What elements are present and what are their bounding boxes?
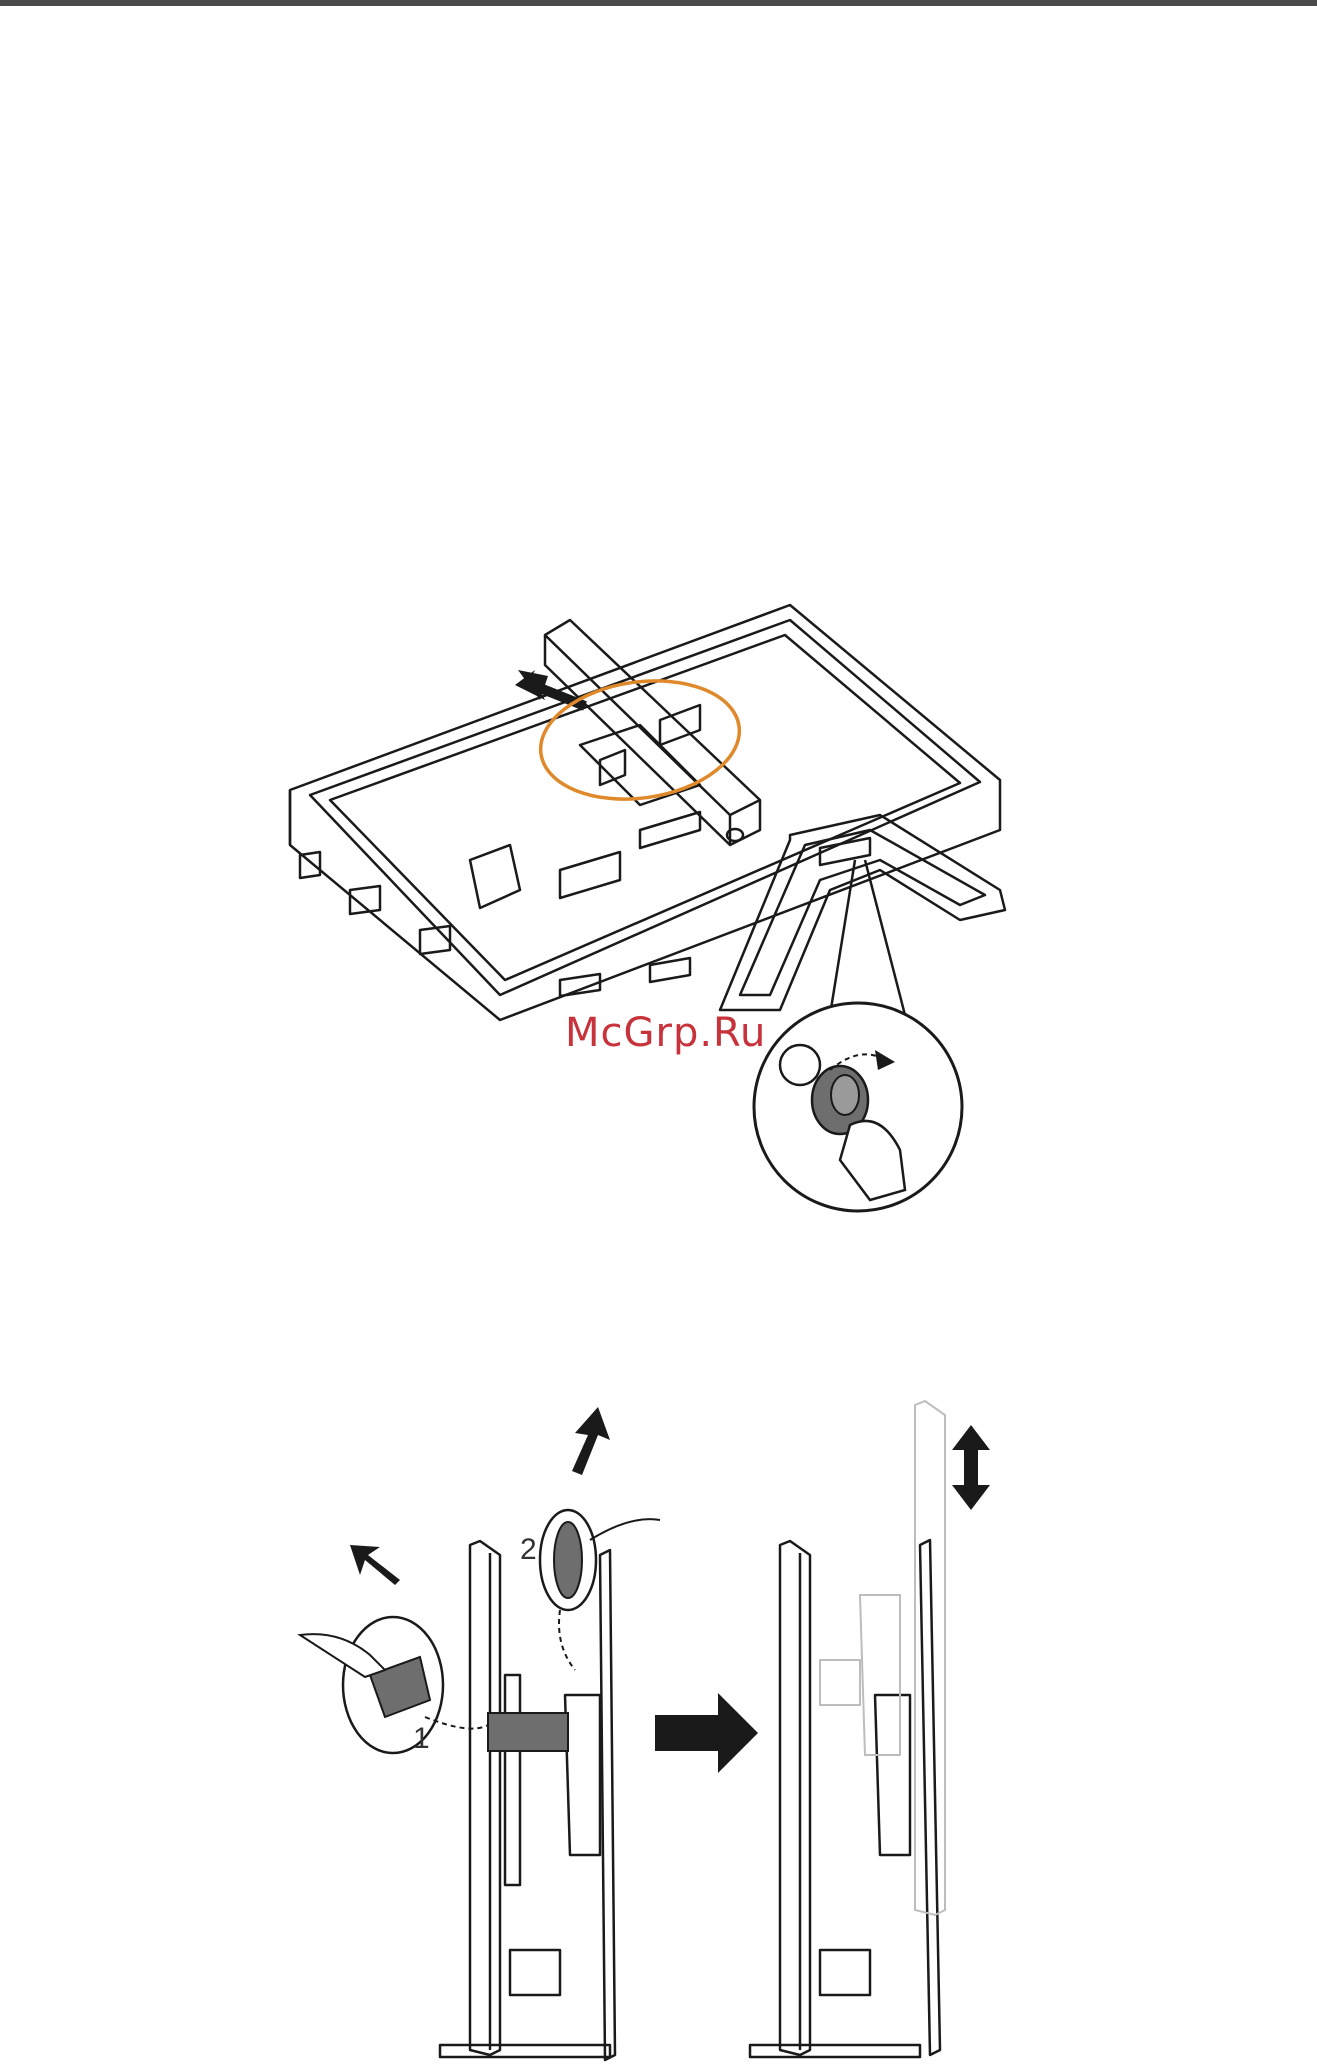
locking-pin-1 bbox=[488, 1713, 568, 1751]
height-adjust-illustration bbox=[0, 1395, 1317, 2068]
left-monitor-panel bbox=[470, 1541, 500, 2055]
next-step-arrow-icon bbox=[655, 1693, 758, 1773]
pull-arrow-1-icon bbox=[350, 1545, 400, 1585]
right-monitor-panel bbox=[780, 1541, 810, 2055]
page-top-rule bbox=[0, 0, 1317, 6]
step-label-1: 1 bbox=[413, 1722, 430, 1756]
height-adjust-drawing bbox=[0, 1395, 1317, 2068]
pin-1-callout bbox=[300, 1617, 488, 1753]
monitor-back-panel bbox=[310, 620, 980, 995]
watermark-text: McGrp.Ru bbox=[565, 1010, 766, 1056]
left-stand-base bbox=[440, 2045, 610, 2057]
pull-arrow-2-icon bbox=[572, 1407, 610, 1475]
right-stand-column bbox=[920, 1540, 940, 2055]
height-adjust-arrow-icon bbox=[952, 1425, 990, 1510]
right-stand-base bbox=[750, 2045, 920, 2057]
highlight-ellipse bbox=[533, 669, 747, 812]
left-stand-column bbox=[600, 1550, 615, 2060]
thumbscrew-zoom-circle bbox=[754, 1003, 962, 1211]
port-cover bbox=[470, 845, 520, 908]
stand-arm bbox=[545, 620, 760, 815]
stand-removal-drawing bbox=[0, 590, 1317, 1230]
step-label-2: 2 bbox=[520, 1533, 537, 1567]
stand-removal-illustration bbox=[0, 590, 1317, 1230]
